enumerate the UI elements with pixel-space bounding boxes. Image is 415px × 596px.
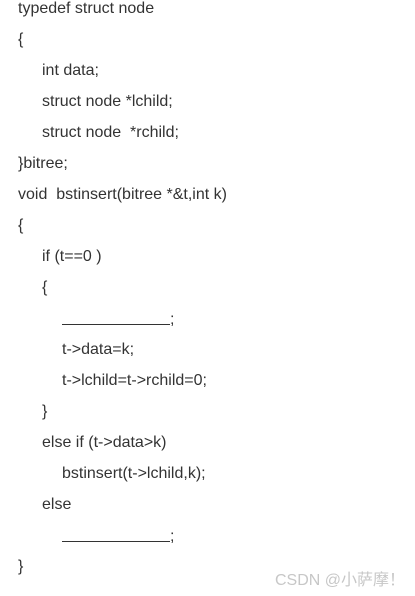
code-line: t->data=k;	[62, 341, 135, 358]
code-line: }	[18, 558, 24, 575]
fill-in-blank-line: ;	[62, 525, 174, 547]
answer-blank	[62, 308, 170, 325]
code-line: typedef struct node	[18, 0, 155, 17]
code-line: {	[42, 279, 48, 296]
code-line: {	[18, 217, 24, 234]
code-line: {	[18, 31, 24, 48]
code-line: bstinsert(t->lchild,k);	[62, 465, 206, 482]
csdn-watermark: CSDN @小萨摩！	[274, 572, 405, 589]
code-line: void bstinsert(bitree *&t,int k)	[18, 186, 227, 203]
code-line: t->lchild=t->rchild=0;	[62, 372, 207, 389]
code-line: if (t==0 )	[42, 248, 102, 265]
code-line: int data;	[42, 62, 99, 79]
code-line: else if (t->data>k)	[42, 434, 167, 451]
semicolon: ;	[170, 528, 175, 545]
code-line: }	[42, 403, 48, 420]
code-line: else	[42, 496, 72, 513]
answer-blank	[62, 525, 170, 542]
code-line: struct node *rchild;	[42, 124, 179, 141]
fill-in-blank-line: ;	[62, 308, 174, 330]
code-line: }bitree;	[18, 155, 68, 172]
code-line: struct node *lchild;	[42, 93, 173, 110]
semicolon: ;	[170, 311, 175, 328]
